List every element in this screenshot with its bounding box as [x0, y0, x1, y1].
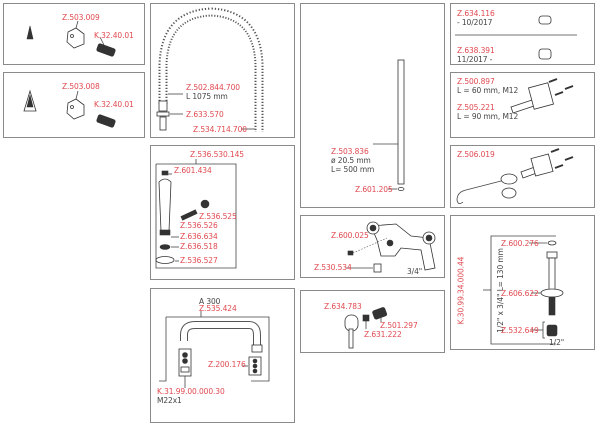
panel-spray-head-1: Z.503.009 K.32.40.01 [3, 3, 145, 65]
panel-hook: Z.506.019 [450, 145, 595, 208]
cartridge-label: K.32.40.01 [94, 31, 134, 40]
lever-label: Z.634.783 [324, 302, 362, 311]
part-label: Z.503.009 [62, 13, 100, 22]
screw-label: Z.600.025 [331, 231, 369, 240]
spec-1-label: L = 60 mm, M12 [457, 86, 519, 95]
handle-drawing [155, 159, 237, 269]
panel-pipe: Z.503.836 ø 20.5 mm L= 500 mm Z.601.205 [300, 3, 445, 208]
base-label: Z.536.527 [180, 256, 218, 265]
spec-2-label: L = 90 mm, M12 [457, 112, 519, 121]
diameter-label: ø 20.5 mm [331, 156, 371, 165]
part-label: Z.503.008 [62, 82, 100, 91]
panel-connector: K.30.99.34.000.44 1/2" x 3/4" L= 130 mm … [450, 215, 595, 350]
thread-label: 3/4" [407, 267, 423, 276]
seal-label: Z.600.276 [501, 239, 539, 248]
date-new-label: 11/2017 - [457, 55, 493, 64]
hook-drawing [456, 148, 574, 204]
spout-drawing [159, 311, 270, 388]
valve-body-drawing [346, 221, 436, 273]
aerator-label: K.31.99.00.000.30 [157, 387, 225, 396]
panel-spout: A 300 Z.535.424 Z.200.176 K.31.99.00.000… [150, 288, 295, 423]
spring-label: Z.534.714.700 [193, 125, 247, 134]
spring-hose-drawing [156, 7, 264, 132]
filter-label: Z.532.649 [501, 326, 539, 335]
part-old-label: Z.634.116 [457, 9, 495, 18]
panel-handle-set: Z.536.530.145 Z.601.434 Z.536.525 Z.536.… [150, 145, 295, 280]
spray-head-drawing [26, 20, 116, 57]
cap-label: Z.601.434 [174, 166, 212, 175]
cartridge-label: K.32.40.01 [94, 100, 134, 109]
set-label: K.30.99.34.000.44 [456, 256, 466, 325]
spray-head-drawing [23, 89, 116, 128]
panel-lever: Z.634.783 Z.501.297 Z.631.222 [300, 290, 445, 353]
screw-label: Z.631.222 [364, 330, 402, 339]
filter-label: Z.200.176 [208, 360, 246, 369]
nut-label: Z.530.534 [314, 263, 352, 272]
ring-label: Z.601.205 [355, 185, 393, 194]
nut-label: Z.536.525 [199, 212, 237, 221]
cartridge-label: Z.501.297 [380, 321, 418, 330]
connector-drawing [483, 235, 564, 345]
pipe-part-label: Z.503.836 [331, 147, 369, 156]
panel-valve-body: Z.600.025 Z.530.534 3/4" [300, 215, 445, 278]
body-label: Z.606.622 [501, 289, 539, 298]
thread-label: M22x1 [157, 396, 182, 405]
spout-part-label: Z.535.424 [199, 304, 237, 313]
pipe-drawing [373, 59, 405, 191]
part-1-label: Z.500.897 [457, 77, 495, 86]
sleeve-drawing [455, 15, 577, 60]
panel-spray-head-2: Z.503.008 K.32.40.01 [3, 72, 145, 138]
ring-label: Z.633.570 [186, 110, 224, 119]
length-label: L= 500 mm [331, 165, 375, 174]
model-label: A 300 [199, 297, 221, 306]
panel-hose: Z.502.844.700 L 1075 mm Z.633.570 Z.534.… [150, 3, 295, 138]
panel-sleeve: Z.634.116 - 10/2017 Z.638.391 11/2017 - [450, 3, 595, 65]
hose-length-label: L 1075 mm [186, 92, 228, 101]
lever-drawing [344, 307, 388, 349]
hose-part-label: Z.502.844.700 [186, 83, 240, 92]
thread-label: 1/2" [549, 338, 565, 347]
part-2-label: Z.505.221 [457, 103, 495, 112]
set-label: Z.536.530.145 [190, 150, 244, 159]
date-old-label: - 10/2017 [457, 18, 493, 27]
insert-label: Z.536.526 [180, 221, 218, 230]
panel-wall-bracket: Z.500.897 L = 60 mm, M12 Z.505.221 L = 9… [450, 72, 595, 138]
hook-part-label: Z.506.019 [457, 150, 495, 159]
seal-1-label: Z.636.634 [180, 232, 218, 241]
part-new-label: Z.638.391 [457, 46, 495, 55]
wall-bracket-drawing [510, 78, 574, 114]
seal-2-label: Z.636.518 [180, 242, 218, 251]
